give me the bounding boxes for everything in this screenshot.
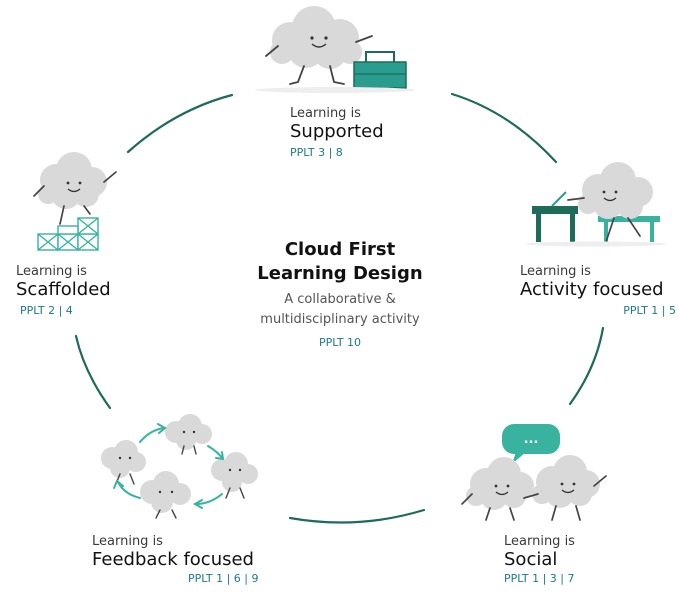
node-social-label: Social	[504, 549, 558, 570]
ring-arc-top-left	[126, 93, 234, 154]
cloud-mascot-icon	[567, 162, 653, 243]
center-subtitle-line2: multidisciplinary activity	[260, 312, 420, 327]
center-title-line2: Learning Design	[257, 263, 423, 284]
node-social-prefix: Learning is	[504, 534, 575, 549]
center-code: PPLT 10	[318, 336, 362, 349]
node-scaffolded-label: Scaffolded	[16, 279, 111, 300]
cloud-mascot-icon	[33, 152, 117, 225]
node-social-code: PPLT 1 | 3 | 7	[504, 572, 575, 585]
arrow-cycle-icon	[113, 423, 225, 509]
center-title-line1: Cloud First	[284, 239, 396, 260]
node-scaffolded-prefix: Learning is	[16, 264, 87, 279]
speech-bubble-icon: ...	[502, 424, 560, 464]
node-feedback: Learning is Feedback focused PPLT 1 | 6 …	[92, 534, 259, 585]
center-block: Cloud First Learning Design A collaborat…	[228, 238, 452, 349]
node-supported: Learning is Supported PPLT 3 | 8	[290, 106, 384, 159]
cloud-mascot-icon	[523, 455, 607, 521]
node-activity-prefix: Learning is	[520, 264, 591, 279]
stair-crates-icon	[37, 217, 99, 251]
ring-arc-bottom	[288, 508, 426, 524]
cloud-mascot-icon	[265, 6, 373, 85]
node-supported-code: PPLT 3 | 8	[290, 146, 343, 159]
node-feedback-code: PPLT 1 | 6 | 9	[188, 572, 259, 585]
node-feedback-prefix: Learning is	[92, 534, 163, 549]
cloud-mascot-icon	[461, 457, 534, 521]
cloud-mascot-icon	[101, 414, 258, 513]
ring-arc-left	[74, 334, 112, 410]
node-scaffolded: Learning is Scaffolded PPLT 2 | 4	[16, 264, 111, 317]
node-social: Learning is Social PPLT 1 | 3 | 7	[504, 534, 575, 585]
node-supported-label: Supported	[290, 121, 384, 142]
node-feedback-label: Feedback focused	[92, 549, 254, 570]
table-icon	[532, 191, 578, 242]
node-activity: Learning is Activity focused PPLT 1 | 5	[520, 264, 676, 317]
ring-arc-right	[568, 326, 605, 406]
node-activity-code: PPLT 1 | 5	[623, 304, 676, 317]
node-scaffolded-code: PPLT 2 | 4	[20, 304, 73, 317]
node-activity-label: Activity focused	[520, 279, 664, 300]
speech-bubble-text: ...	[524, 432, 539, 447]
center-subtitle-line1: A collaborative &	[284, 292, 396, 307]
toolbox-icon	[353, 51, 407, 89]
node-supported-prefix: Learning is	[290, 106, 361, 121]
ring-arc-top-right	[450, 92, 558, 164]
